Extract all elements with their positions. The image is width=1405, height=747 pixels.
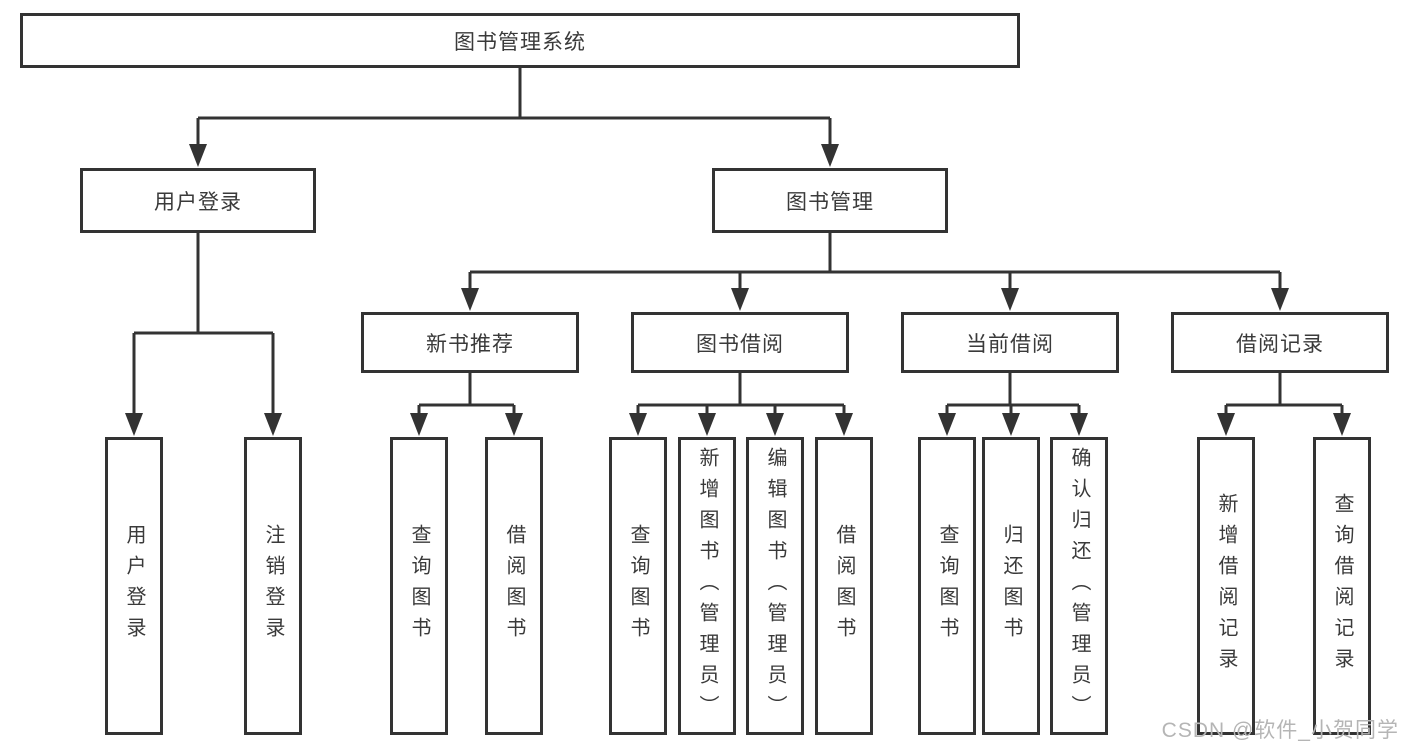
leaf-label: 新增借阅记录	[1215, 493, 1237, 679]
leaf-current-query-books: 查询图书	[918, 437, 976, 735]
node-label: 新书推荐	[426, 332, 514, 356]
node-new-book-recommend: 新书推荐	[361, 312, 579, 373]
arrowhead-icon	[264, 413, 282, 436]
node-book-management: 图书管理	[712, 168, 948, 233]
node-label: 图书管理系统	[454, 30, 586, 54]
arrowhead-icon	[1333, 413, 1351, 436]
arrowhead-icon	[461, 288, 479, 311]
leaf-newbook-query-books: 查询图书	[390, 437, 448, 735]
leaf-logout: 注销登录	[244, 437, 302, 735]
leaf-record-query-borrow-record: 查询借阅记录	[1313, 437, 1371, 735]
arrowhead-icon	[938, 413, 956, 436]
arrowhead-icon	[1002, 413, 1020, 436]
leaf-borrow-edit-books-admin: 编辑图书（管理员）	[746, 437, 804, 735]
leaf-label: 新增图书（管理员）	[696, 446, 718, 726]
arrowhead-icon	[821, 144, 839, 167]
leaf-label: 编辑图书（管理员）	[764, 446, 786, 726]
leaf-borrow-borrow-books: 借阅图书	[815, 437, 873, 735]
arrowhead-icon	[189, 144, 207, 167]
arrowhead-icon	[766, 413, 784, 436]
connector-paths	[132, 68, 1344, 416]
arrowhead-icon	[731, 288, 749, 311]
leaf-borrow-add-books-admin: 新增图书（管理员）	[678, 437, 736, 735]
leaf-newbook-borrow-books: 借阅图书	[485, 437, 543, 735]
arrowhead-icon	[835, 413, 853, 436]
leaf-current-confirm-return-admin: 确认归还（管理员）	[1050, 437, 1108, 735]
arrowhead-icon	[698, 413, 716, 436]
node-label: 图书借阅	[696, 332, 784, 356]
leaf-label: 查询借阅记录	[1331, 493, 1353, 679]
node-user-login: 用户登录	[80, 168, 316, 233]
node-label: 图书管理	[786, 190, 874, 214]
node-label: 借阅记录	[1236, 332, 1324, 356]
leaf-label: 借阅图书	[833, 524, 855, 648]
leaf-label: 查询图书	[408, 524, 430, 648]
arrowhead-icon	[1217, 413, 1235, 436]
arrowhead-icon	[125, 413, 143, 436]
leaf-label: 归还图书	[1000, 524, 1022, 648]
arrowhead-icon	[1001, 288, 1019, 311]
node-borrow-records: 借阅记录	[1171, 312, 1389, 373]
leaf-borrow-query-books: 查询图书	[609, 437, 667, 735]
csdn-watermark: CSDN @软件_小贺同学	[1161, 719, 1399, 742]
node-label: 当前借阅	[966, 332, 1054, 356]
leaf-label: 查询图书	[627, 524, 649, 648]
leaf-label: 注销登录	[262, 524, 284, 648]
arrowhead-icon	[629, 413, 647, 436]
arrowhead-icon	[410, 413, 428, 436]
leaf-label: 借阅图书	[503, 524, 525, 648]
leaf-user-login: 用户登录	[105, 437, 163, 735]
arrowhead-icon	[1070, 413, 1088, 436]
leaf-current-return-books: 归还图书	[982, 437, 1040, 735]
leaf-label: 查询图书	[936, 524, 958, 648]
leaf-label: 确认归还（管理员）	[1068, 446, 1090, 726]
node-label: 用户登录	[154, 190, 242, 214]
node-current-borrowing: 当前借阅	[901, 312, 1119, 373]
arrowhead-icon	[1271, 288, 1289, 311]
leaf-label: 用户登录	[123, 524, 145, 648]
arrowhead-icon	[505, 413, 523, 436]
arrowheads	[125, 144, 1351, 436]
node-book-borrowing: 图书借阅	[631, 312, 849, 373]
node-library-system: 图书管理系统	[20, 13, 1020, 68]
leaf-record-add-borrow-record: 新增借阅记录	[1197, 437, 1255, 735]
